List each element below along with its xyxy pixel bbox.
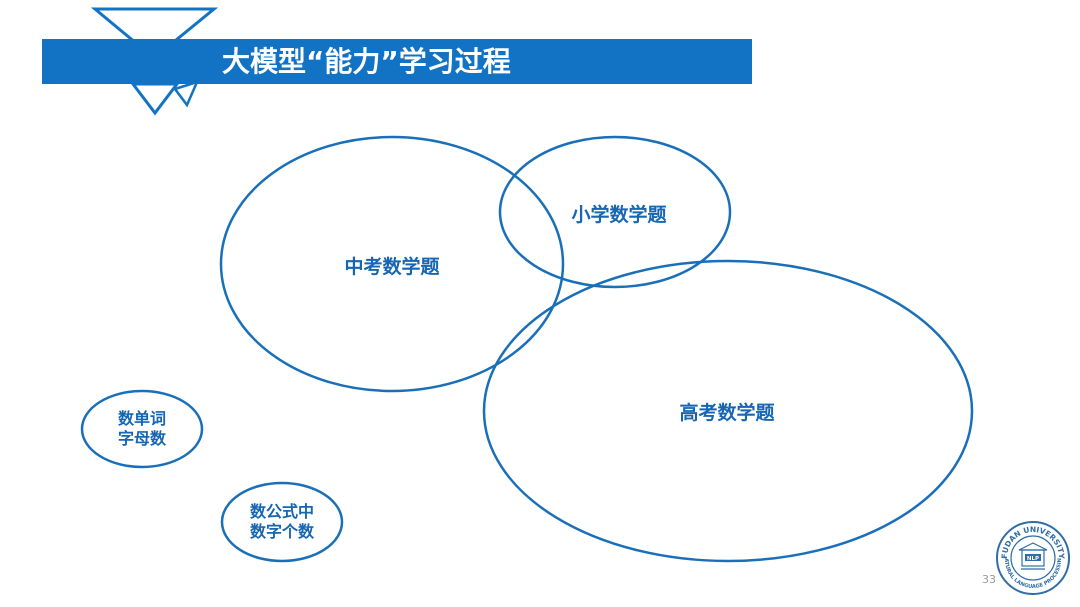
label-danci-line1: 数单词 bbox=[117, 409, 166, 428]
deco-triangle-small bbox=[172, 79, 200, 108]
label-danci-line2: 字母数 bbox=[117, 429, 166, 448]
label-gaokao: 高考数学题 bbox=[679, 402, 775, 424]
label-danci: 数单词 字母数 bbox=[92, 409, 192, 449]
deco-triangle-top bbox=[90, 7, 219, 60]
label-xiaoxue: 小学数学题 bbox=[571, 204, 667, 226]
label-gongshi: 数公式中 数字个数 bbox=[222, 502, 342, 542]
label-zhongkao: 中考数学题 bbox=[344, 256, 440, 278]
ellipse-xiaoxue bbox=[498, 135, 732, 289]
ellipse-zhongkao bbox=[219, 135, 565, 393]
label-gongshi-line2: 数字个数 bbox=[249, 522, 314, 541]
ellipse-danci bbox=[80, 389, 204, 469]
title-decoration bbox=[90, 7, 219, 116]
logo-center-text: NLP bbox=[1027, 556, 1039, 562]
title-bar bbox=[42, 39, 752, 84]
ellipse-gongshi bbox=[220, 481, 344, 563]
ellipse-gaokao bbox=[482, 259, 974, 563]
fudan-nlp-logo: FUDAN UNIVERSITY NATURAL LANGUAGE PROCES… bbox=[995, 520, 1070, 595]
page-number: 33 bbox=[982, 573, 996, 586]
label-gongshi-line1: 数公式中 bbox=[249, 502, 314, 521]
deco-triangle-bottom bbox=[129, 82, 181, 116]
slide-title: 大模型“能力”学习过程 bbox=[222, 45, 511, 78]
